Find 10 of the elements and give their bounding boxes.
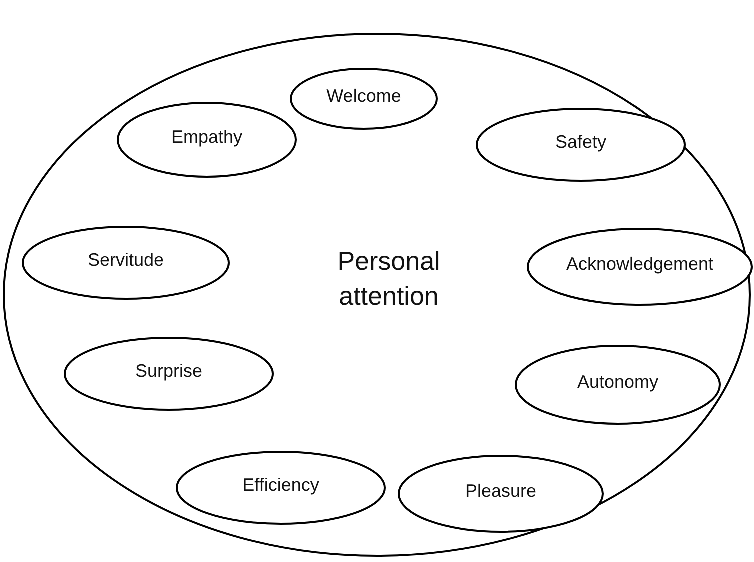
node-label: Pleasure bbox=[464, 480, 538, 503]
node-label: Autonomy bbox=[576, 370, 660, 394]
center-title: Personal attention bbox=[336, 244, 442, 313]
node-label: Safety bbox=[554, 130, 608, 154]
node-label: Efficiency bbox=[242, 474, 320, 497]
node-label: Welcome bbox=[326, 84, 402, 108]
node-label: Servitude bbox=[86, 248, 166, 272]
node-label: Empathy bbox=[170, 126, 244, 149]
node-label: Acknowledgement bbox=[565, 252, 715, 276]
node-label: Surprise bbox=[134, 360, 204, 383]
